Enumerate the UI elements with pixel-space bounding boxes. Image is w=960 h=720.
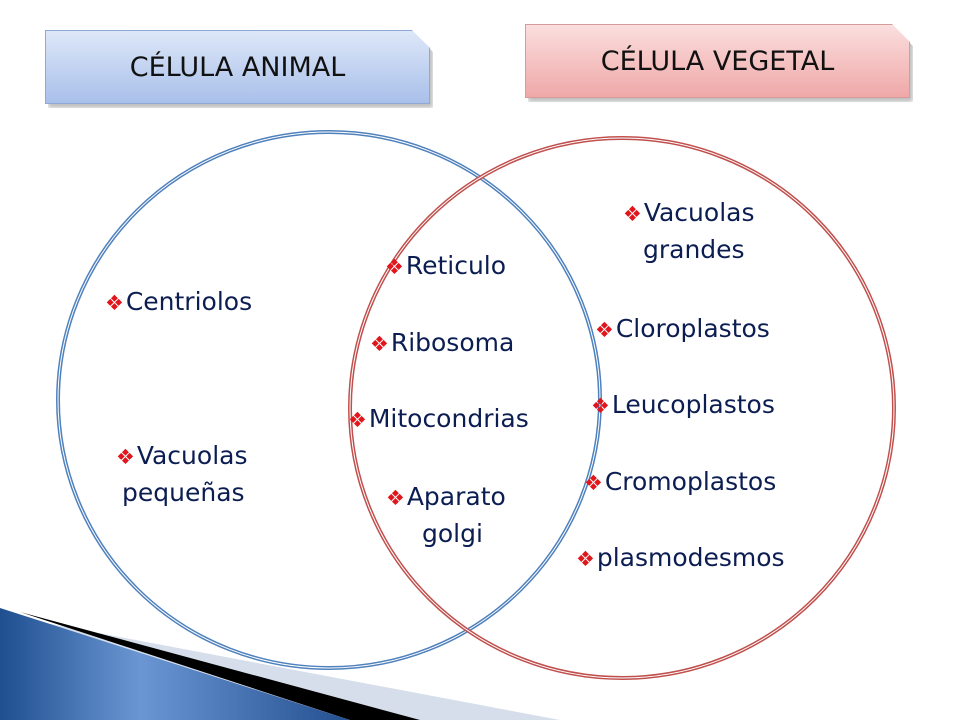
list-item-cloroplastos: ❖Cloroplastos [595, 311, 770, 348]
item-text: Ribosoma [390, 328, 515, 357]
bullet-icon: ❖ [105, 291, 124, 315]
item-text: Leucoplastos [611, 390, 775, 419]
list-item-mitocondrias: ❖Mitocondrias [348, 401, 529, 438]
item-text-line2: pequeñas [122, 478, 245, 507]
list-item-reticulo: ❖Reticulo [385, 248, 506, 285]
item-text: Vacuolas [136, 441, 248, 470]
item-text: plasmodesmos [596, 543, 785, 572]
bullet-icon: ❖ [385, 255, 404, 279]
bullet-icon: ❖ [348, 408, 367, 432]
item-text: Cromoplastos [604, 467, 777, 496]
bullet-icon: ❖ [623, 202, 642, 226]
item-text: Aparato [406, 482, 506, 511]
bullet-icon: ❖ [576, 547, 595, 571]
bullet-icon: ❖ [116, 445, 135, 469]
item-text: Cloroplastos [615, 314, 770, 343]
item-text: Vacuolas [643, 198, 755, 227]
black-wedge [20, 612, 420, 720]
animal-circle [56, 130, 602, 670]
plant-cell-title: CÉLULA VEGETAL [525, 24, 910, 98]
blue-wedge [0, 608, 350, 720]
animal-title-text: CÉLULA ANIMAL [129, 51, 346, 83]
list-item-centriolos: ❖Centriolos [105, 284, 252, 321]
list-item-cromoplastos: ❖Cromoplastos [584, 464, 776, 501]
item-text-line2: grandes [643, 235, 745, 264]
list-item-vacuolas-grandes: ❖Vacuolas grandes [623, 195, 755, 268]
bullet-icon: ❖ [595, 318, 614, 342]
list-item-ribosoma: ❖Ribosoma [370, 325, 514, 362]
item-text: Reticulo [405, 251, 507, 280]
bullet-icon: ❖ [370, 332, 389, 356]
item-text: Mitocondrias [368, 404, 529, 433]
list-item-plasmodesmos: ❖plasmodesmos [576, 540, 785, 577]
bullet-icon: ❖ [386, 486, 405, 510]
list-item-leucoplastos: ❖Leucoplastos [591, 387, 775, 424]
bullet-icon: ❖ [584, 471, 603, 495]
item-text-line2: golgi [422, 519, 483, 548]
list-item-vacuolas-pequenas: ❖Vacuolas pequeñas [116, 438, 248, 511]
vegetal-title-text: CÉLULA VEGETAL [600, 45, 835, 77]
item-text: Centriolos [125, 287, 253, 316]
list-item-aparato-golgi: ❖Aparato golgi [386, 479, 506, 552]
light-band [40, 622, 560, 720]
animal-cell-title: CÉLULA ANIMAL [45, 30, 430, 104]
bullet-icon: ❖ [591, 394, 610, 418]
